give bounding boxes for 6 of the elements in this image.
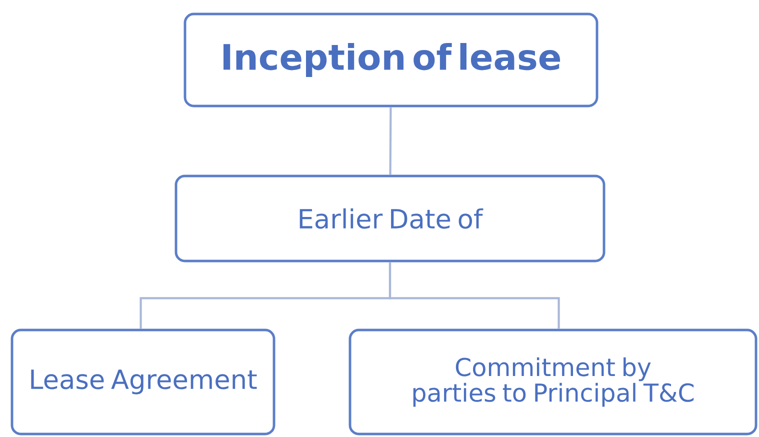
connector-line [388,262,560,329]
process-box: Earlier Date of [174,174,606,262]
process-box: Commitment by parties to Principal T&C [348,328,758,436]
process-box: Lease Agreement [10,328,276,436]
process-box: Inception of lease [184,12,598,108]
connector-line [389,107,392,175]
